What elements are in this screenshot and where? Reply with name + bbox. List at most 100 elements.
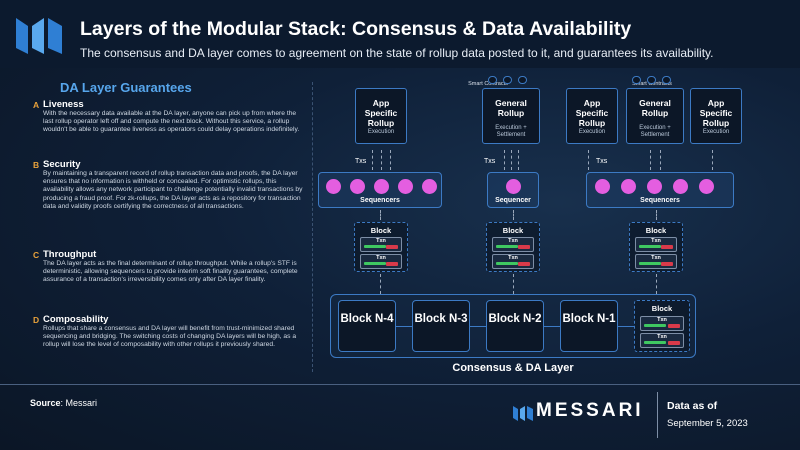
guarantee-body: Rollups that share a consensus and DA la…	[43, 325, 297, 349]
smart-contracts-label: Smart Contracts	[468, 81, 508, 87]
rollup-name: General Rollup	[495, 98, 527, 118]
flow-arrow	[656, 210, 657, 220]
block-label: Block	[645, 226, 667, 235]
da-block-label: Block N-3	[414, 313, 468, 325]
smart-contract-node	[632, 76, 641, 84]
txn-red-bar	[661, 262, 673, 266]
page-title: Layers of the Modular Stack: Consensus &…	[80, 18, 632, 40]
txs-label: Txs	[596, 158, 608, 165]
txn-label: Txn	[376, 238, 386, 244]
sequencers-label: Sequencers	[640, 197, 680, 204]
txn-red-bar	[386, 245, 398, 249]
txn-green-bar	[639, 245, 661, 248]
txs-label: Txs	[484, 158, 496, 165]
rollup-subtitle: Execution	[702, 129, 730, 135]
da-block-n1: Block N-1	[560, 300, 618, 352]
sequencer-node	[699, 179, 714, 194]
txn-label: Txn	[651, 238, 661, 244]
guarantee-letter: D	[33, 315, 40, 325]
txn: Txn	[635, 237, 677, 252]
txs-arrow	[650, 150, 651, 170]
txn: Txn	[360, 254, 402, 269]
guarantee-body: The DA layer acts as the final determina…	[43, 260, 298, 284]
txs-arrow	[381, 150, 382, 170]
post-to-da-arrow	[656, 274, 657, 294]
txs-arrow	[660, 150, 661, 170]
page-subtitle: The consensus and DA layer comes to agre…	[80, 46, 714, 60]
source-value: : Messari	[60, 398, 98, 408]
sequencer-node	[398, 179, 413, 194]
txs-label: Txs	[355, 158, 367, 165]
rollup-block-1: Block Txn Txn	[354, 222, 408, 272]
chain-link	[470, 326, 486, 327]
txn-label: Txn	[376, 255, 386, 261]
rollup-block-3: Block Txn Txn	[629, 222, 683, 272]
txn: Txn	[492, 254, 534, 269]
txn-green-bar	[496, 245, 518, 248]
chain-link	[618, 326, 634, 327]
guarantee-heading: Security	[43, 159, 81, 170]
da-block-n4: Block N-4	[338, 300, 396, 352]
txn-label: Txn	[508, 255, 518, 261]
txn-green-bar	[364, 262, 386, 265]
sequencer-node	[647, 179, 662, 194]
sequencers-label: Sequencers	[360, 197, 400, 204]
messari-logo-icon	[16, 18, 62, 54]
guarantee-letter: B	[33, 160, 40, 170]
sequencer-group-2: Sequencer	[487, 172, 539, 208]
da-block-label: Block N-1	[562, 313, 616, 325]
source-label: Source	[30, 398, 61, 408]
post-to-da-arrow	[513, 274, 514, 294]
guarantee-letter: A	[33, 100, 40, 110]
txs-arrow	[518, 150, 519, 170]
txs-arrow	[712, 150, 713, 170]
txn-green-bar	[644, 341, 666, 344]
post-to-da-arrow	[380, 274, 381, 294]
brand-wordmark: MESSARI	[536, 400, 644, 421]
txs-arrow	[372, 150, 373, 170]
sequencer-label: Sequencer	[495, 197, 531, 204]
txs-arrow	[390, 150, 391, 170]
da-block-n2: Block N-2	[486, 300, 544, 352]
txn-red-bar	[386, 262, 398, 266]
source-credit: Source: Messari	[30, 398, 97, 408]
rollup-app-specific-1: App Specific Rollup Execution	[355, 88, 407, 144]
chain-link	[544, 326, 560, 327]
txn-green-bar	[364, 245, 386, 248]
guarantee-heading: Composability	[43, 314, 109, 325]
da-block-label: Block N-2	[488, 313, 542, 325]
txn-label: Txn	[657, 317, 667, 323]
sequencer-node	[422, 179, 437, 194]
rollup-subtitle: Execution + Settlement	[495, 125, 527, 138]
txs-arrow	[504, 150, 505, 170]
guarantee-body: With the necessary data available at the…	[43, 110, 300, 134]
sequencers-group-1: Sequencers	[318, 172, 442, 208]
guarantee-letter: C	[33, 250, 40, 260]
sequencer-node	[621, 179, 636, 194]
block-label: Block	[651, 304, 673, 313]
txn-label: Txn	[657, 334, 667, 340]
rollup-app-specific-2: App Specific Rollup Execution	[566, 88, 618, 144]
sequencer-node	[595, 179, 610, 194]
messari-logo-icon	[513, 406, 533, 421]
txn-red-bar	[668, 324, 680, 328]
txn: Txn	[492, 237, 534, 252]
sequencer-node	[350, 179, 365, 194]
sequencer-node	[374, 179, 389, 194]
da-block-label: Block N-4	[340, 313, 394, 325]
guarantee-heading: Throughput	[43, 249, 97, 260]
txn-red-bar	[518, 262, 530, 266]
da-current-block: Block Txn Txn	[634, 300, 690, 352]
rollup-general-1: General Rollup Execution + Settlement	[482, 88, 540, 144]
smart-contract-node	[503, 76, 512, 84]
rollup-name: App Specific Rollup	[575, 98, 609, 128]
txn-green-bar	[639, 262, 661, 265]
block-label: Block	[370, 226, 392, 235]
footer-divider	[0, 384, 800, 385]
rollup-subtitle: Execution	[578, 129, 606, 135]
sequencer-node	[326, 179, 341, 194]
rollup-name: App Specific Rollup	[699, 98, 733, 128]
txn-label: Txn	[508, 238, 518, 244]
txn-green-bar	[644, 324, 666, 327]
